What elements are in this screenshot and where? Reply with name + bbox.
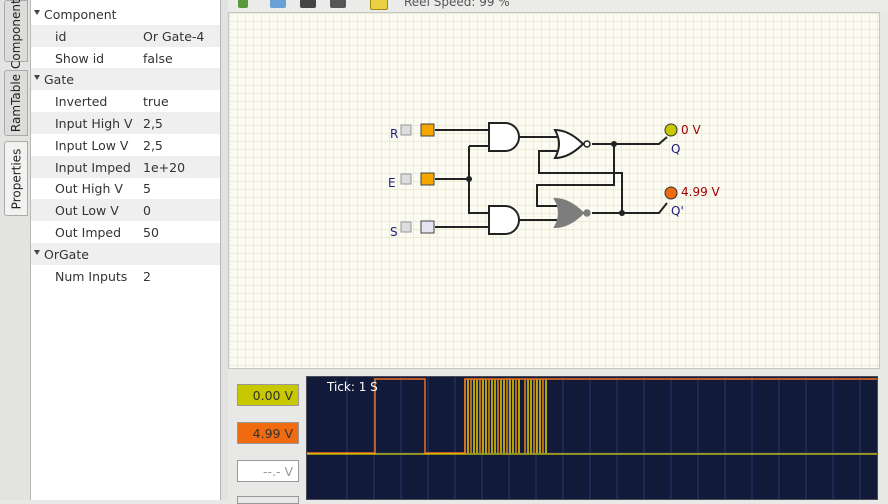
probe-q[interactable]: [664, 123, 678, 137]
label-e: E: [388, 176, 396, 190]
oscilloscope-plot[interactable]: Tick: 1 S: [306, 376, 878, 500]
circuit-canvas[interactable]: R E S 0 V Q 4.99 V Q': [228, 12, 880, 369]
panel-splitter[interactable]: [221, 0, 228, 500]
label-qbar: Q': [671, 204, 684, 218]
wire: [536, 144, 615, 207]
tab-components[interactable]: Components: [4, 0, 28, 69]
save-as-icon[interactable]: [330, 0, 346, 8]
speed-label: Reel Speed: 99 %: [404, 0, 510, 9]
toolbar: Reel Speed: 99 %: [228, 0, 888, 12]
new-circuit-icon[interactable]: [238, 0, 248, 8]
group-gate[interactable]: Gate: [31, 68, 220, 90]
meter-3: --.- V: [237, 460, 299, 482]
collapse-arrow-icon[interactable]: [34, 10, 40, 15]
meter-4: [237, 496, 299, 504]
inverter-bubble: [583, 140, 591, 148]
group-component[interactable]: Component: [31, 3, 220, 25]
inverter-bubble: [583, 209, 591, 217]
scope-traces: [307, 377, 877, 499]
nor-gate-top[interactable]: [553, 128, 585, 160]
junction-dot: [619, 210, 625, 216]
junction-dot: [611, 141, 617, 147]
wire: [468, 145, 489, 214]
wire: [592, 136, 668, 145]
and-gate-top[interactable]: [488, 122, 520, 152]
circuit-diagram: R E S 0 V Q 4.99 V Q': [388, 122, 721, 239]
label-r: R: [390, 127, 398, 141]
tick-label: Tick: 1 S: [327, 380, 378, 394]
probe-qbar-value: 4.99 V: [681, 185, 721, 199]
probe-q-value: 0 V: [681, 123, 701, 137]
open-folder-icon[interactable]: [270, 0, 286, 8]
meter-1: 0.00 V: [237, 384, 299, 406]
wire: [538, 150, 623, 213]
group-orgate[interactable]: OrGate: [31, 243, 220, 265]
label-s: S: [390, 225, 398, 239]
collapse-arrow-icon[interactable]: [34, 75, 40, 80]
and-gate-bottom[interactable]: [488, 205, 520, 235]
probe-qbar[interactable]: [664, 186, 678, 200]
plotter-panel: 0.00 V 4.99 V --.- V Tick: 1 S: [228, 370, 888, 504]
meter-2: 4.99 V: [237, 422, 299, 444]
logic-input-e[interactable]: [420, 172, 435, 186]
label-q: Q: [671, 142, 680, 156]
tab-ramtable[interactable]: RamTable: [4, 70, 28, 136]
switch-r[interactable]: [400, 124, 412, 136]
speed-icon[interactable]: [370, 0, 388, 10]
save-icon[interactable]: [300, 0, 316, 8]
collapse-arrow-icon[interactable]: [34, 250, 40, 255]
logic-input-s[interactable]: [420, 220, 435, 234]
junction-dot: [466, 176, 472, 182]
switch-e[interactable]: [400, 173, 412, 185]
side-tab-bar: Components RamTable Properties: [0, 0, 31, 500]
logic-input-r[interactable]: [420, 123, 435, 137]
trace-orange: [307, 378, 877, 454]
wire: [592, 202, 668, 214]
tab-properties[interactable]: Properties: [4, 141, 28, 216]
nor-gate-bottom-selected[interactable]: [553, 197, 585, 229]
switch-s[interactable]: [400, 221, 412, 233]
